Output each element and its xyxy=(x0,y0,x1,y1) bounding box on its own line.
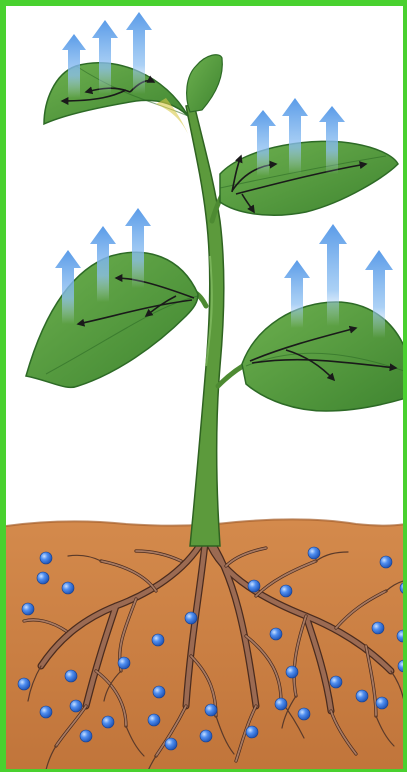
water-droplet-icon xyxy=(248,580,260,592)
water-droplet-icon xyxy=(298,708,310,720)
water-droplet-icon xyxy=(40,552,52,564)
water-droplet-icon xyxy=(205,704,217,716)
water-droplet-icon xyxy=(165,738,177,750)
water-droplet-icon xyxy=(270,628,282,640)
water-droplet-icon xyxy=(118,657,130,669)
water-droplet-icon xyxy=(275,698,287,710)
water-droplet-icon xyxy=(398,660,407,672)
leaf-top-left xyxy=(44,63,188,124)
water-droplet-icon xyxy=(185,612,197,624)
water-droplet-icon xyxy=(280,585,292,597)
water-droplet-icon xyxy=(18,678,30,690)
main-stem xyxy=(186,104,224,546)
water-droplet-icon xyxy=(153,686,165,698)
bud xyxy=(187,55,223,112)
water-droplet-icon xyxy=(397,630,407,642)
leaf-middle-left xyxy=(26,252,198,387)
water-droplet-icon xyxy=(356,690,368,702)
water-droplet-icon xyxy=(62,582,74,594)
water-droplet-icon xyxy=(286,666,298,678)
water-droplet-icon xyxy=(200,730,212,742)
water-droplet-icon xyxy=(376,697,388,709)
water-droplet-icon xyxy=(152,634,164,646)
water-droplet-icon xyxy=(70,700,82,712)
water-droplet-icon xyxy=(372,622,384,634)
water-droplet-icon xyxy=(80,730,92,742)
water-droplet-icon xyxy=(246,726,258,738)
water-droplet-icon xyxy=(65,670,77,682)
water-droplet-icon xyxy=(308,547,320,559)
plant-transpiration-diagram xyxy=(6,6,407,772)
water-droplet-icon xyxy=(37,572,49,584)
water-droplet-icon xyxy=(148,714,160,726)
water-droplet-icon xyxy=(102,716,114,728)
water-droplet-icon xyxy=(40,706,52,718)
water-droplet-icon xyxy=(330,676,342,688)
leaf-upper-right xyxy=(220,141,398,215)
water-droplet-icon xyxy=(22,603,34,615)
water-droplet-icon xyxy=(380,556,392,568)
